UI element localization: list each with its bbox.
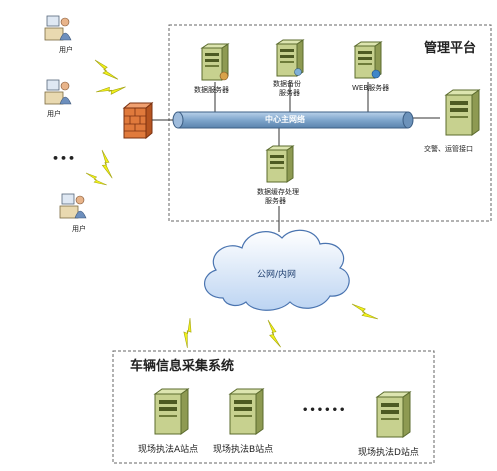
backup-server-label-2: 服务器 [279, 89, 300, 97]
user-label-1: 用户 [59, 46, 73, 54]
site-a-label: 现场执法A站点 [138, 445, 199, 455]
sites-ellipsis: •••••• [302, 405, 347, 416]
data-server-label: 数据服务器 [194, 86, 229, 94]
cloud-icon [204, 229, 350, 311]
lightning-icon-6 [265, 319, 284, 348]
site-a-server-icon [154, 388, 189, 435]
user-icon-2 [44, 79, 72, 105]
backup-badge-icon [294, 68, 302, 76]
lightning-icon-7 [351, 296, 379, 327]
users-ellipsis: ••• [52, 152, 77, 165]
bus-label: 中心主网络 [265, 115, 305, 124]
lightning-icon-5 [174, 317, 203, 349]
user-label-3: 用户 [72, 225, 86, 233]
site-b-label: 现场执法B站点 [213, 445, 274, 455]
backup-server-label-1: 数据备份 [273, 80, 301, 88]
user-label-2: 用户 [47, 110, 61, 118]
processing-server-label-2: 服务器 [265, 197, 286, 205]
database-badge-icon [219, 71, 229, 81]
processing-server-icon [266, 145, 294, 183]
lightning-icon-1 [94, 54, 119, 85]
collection-system-box [112, 350, 435, 464]
cloud-label: 公网/内网 [257, 270, 297, 280]
user-icon-1 [44, 15, 72, 41]
firewall-icon [122, 101, 154, 140]
site-b-server-icon [229, 388, 264, 435]
collection-system-title: 车辆信息采集系统 [130, 359, 235, 374]
processing-server-label-1: 数据缓存处理 [257, 188, 299, 196]
traffic-interface-label: 交警、运管接口 [424, 145, 473, 153]
traffic-interface-server-icon [445, 89, 480, 136]
management-platform-box [168, 24, 492, 222]
lightning-icon-2 [95, 77, 126, 102]
lightning-icon-4 [85, 166, 108, 192]
central-network-bus [172, 111, 414, 129]
user-icon-3 [59, 193, 87, 219]
site-d-server-icon [376, 391, 411, 438]
lightning-icon-3 [97, 149, 118, 179]
management-platform-title: 管理平台 [424, 41, 477, 56]
site-d-label: 现场执法D站点 [358, 448, 419, 458]
web-server-label: WEB服务器 [352, 84, 390, 92]
globe-badge-icon [371, 69, 381, 79]
